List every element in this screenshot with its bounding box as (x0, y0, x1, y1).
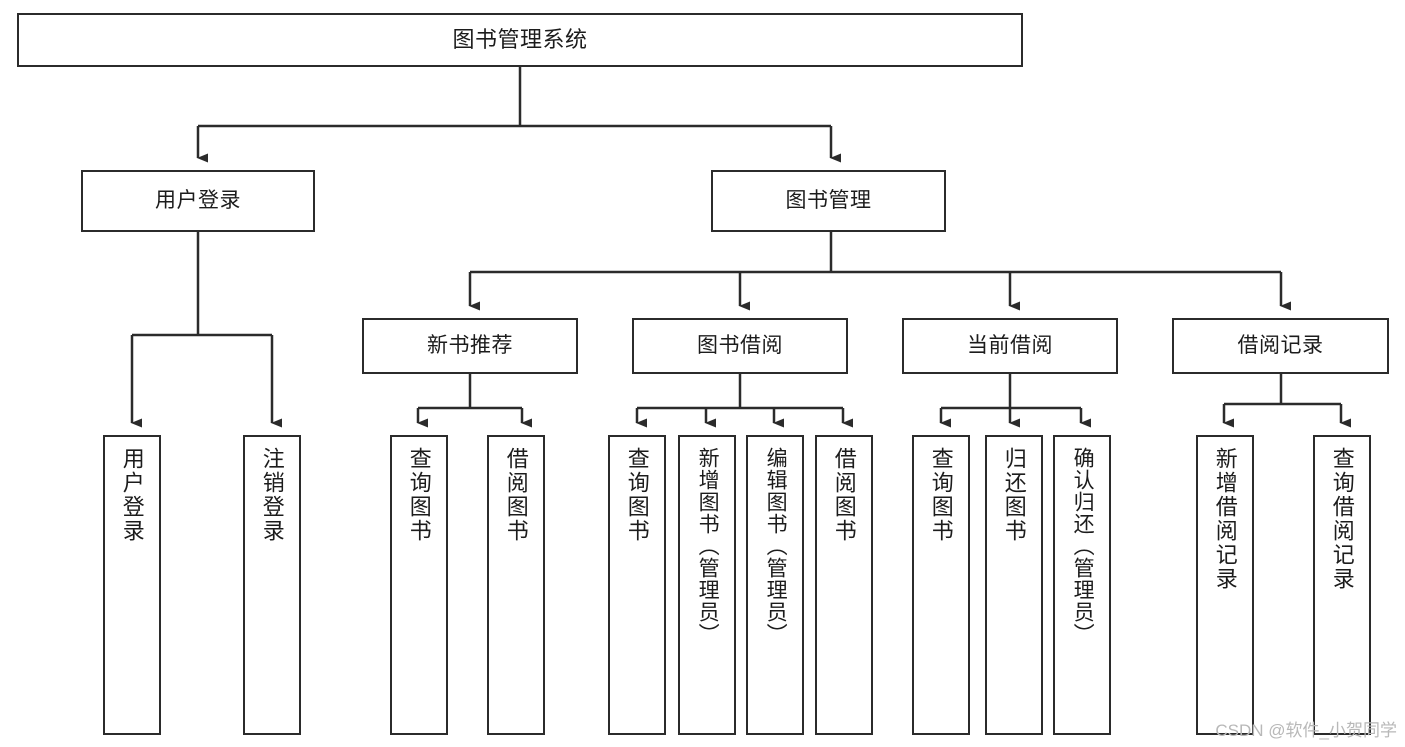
node-new-book-recommend[interactable]: 新书推荐 (362, 318, 578, 374)
node-borrow-record[interactable]: 借阅记录 (1172, 318, 1389, 374)
leaf-logout[interactable]: 注销登录 (243, 435, 301, 735)
node-label: 查询借阅记录 (1329, 447, 1355, 591)
leaf-query-book-recommend[interactable]: 查询图书 (390, 435, 448, 735)
node-label: 图书管理 (785, 189, 872, 213)
watermark-text: CSDN @软件_小贺同学 (1215, 721, 1397, 740)
leaf-user-login[interactable]: 用户登录 (103, 435, 161, 735)
node-label: 新增图书（管理员） (696, 447, 720, 645)
node-label: 查询图书 (406, 447, 432, 543)
node-label: 归还图书 (1001, 447, 1027, 543)
leaf-borrow-book-recommend[interactable]: 借阅图书 (487, 435, 545, 735)
node-book-borrow[interactable]: 图书借阅 (632, 318, 848, 374)
node-label: 新增借阅记录 (1212, 447, 1238, 591)
leaf-add-book-admin[interactable]: 新增图书（管理员） (678, 435, 736, 735)
node-label: 图书借阅 (697, 334, 783, 358)
node-label: 用户登录 (119, 447, 145, 543)
leaf-return-book[interactable]: 归还图书 (985, 435, 1043, 735)
node-label: 借阅图书 (503, 447, 529, 543)
node-user-login[interactable]: 用户登录 (81, 170, 315, 232)
node-label: 用户登录 (155, 189, 241, 213)
node-label: 新书推荐 (427, 334, 513, 358)
node-label: 确认归还（管理员） (1071, 447, 1095, 645)
leaf-add-borrow-record[interactable]: 新增借阅记录 (1196, 435, 1254, 735)
node-label: 当前借阅 (967, 334, 1053, 358)
node-root-system[interactable]: 图书管理系统 (17, 13, 1023, 67)
node-label: 借阅记录 (1237, 334, 1324, 358)
leaf-query-book-current[interactable]: 查询图书 (912, 435, 970, 735)
node-current-borrow[interactable]: 当前借阅 (902, 318, 1118, 374)
node-label: 借阅图书 (831, 447, 857, 543)
leaf-query-book-borrow[interactable]: 查询图书 (608, 435, 666, 735)
leaf-confirm-return-admin[interactable]: 确认归还（管理员） (1053, 435, 1111, 735)
node-label: 图书管理系统 (452, 26, 588, 52)
node-label: 编辑图书（管理员） (764, 447, 788, 645)
leaf-borrow-book[interactable]: 借阅图书 (815, 435, 873, 735)
leaf-query-borrow-record[interactable]: 查询借阅记录 (1313, 435, 1371, 735)
node-label: 查询图书 (928, 447, 954, 543)
node-book-management[interactable]: 图书管理 (711, 170, 946, 232)
node-label: 查询图书 (624, 447, 650, 543)
node-label: 注销登录 (259, 447, 285, 543)
leaf-edit-book-admin[interactable]: 编辑图书（管理员） (746, 435, 804, 735)
